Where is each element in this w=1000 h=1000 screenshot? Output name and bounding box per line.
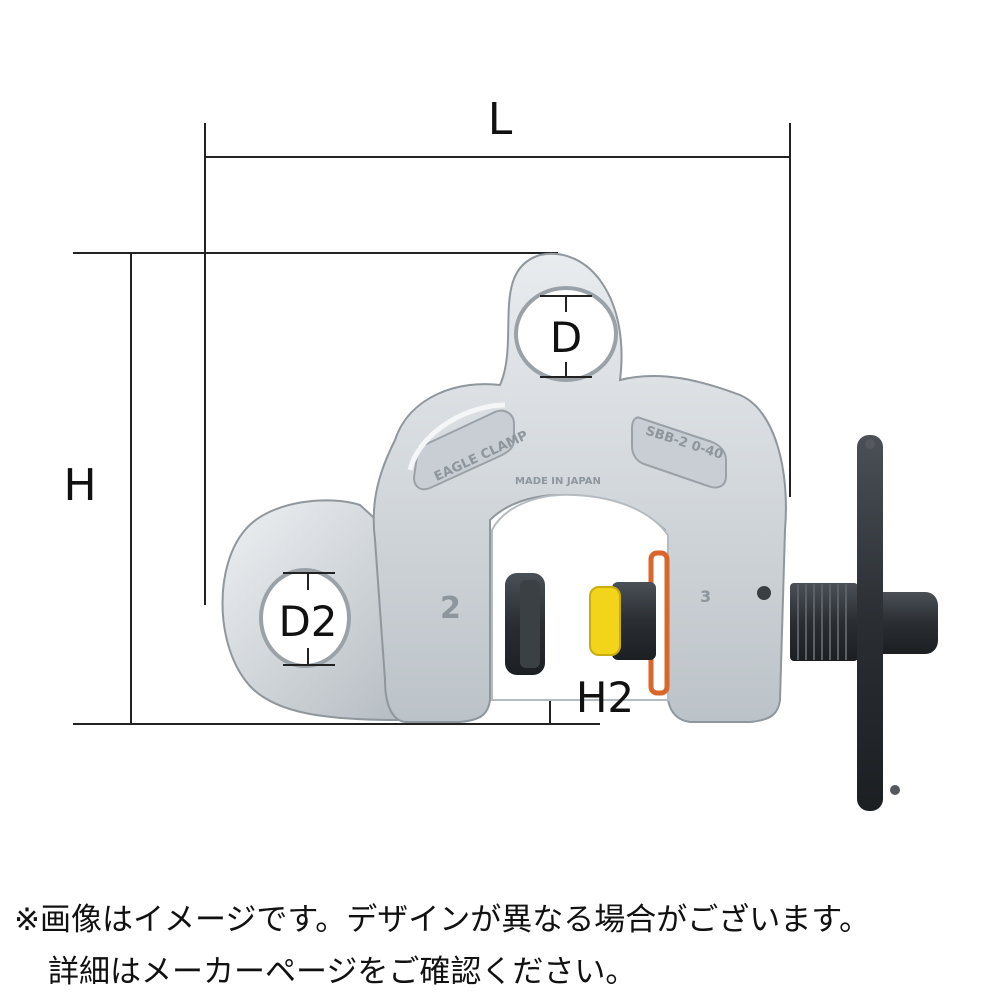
right-name-plate bbox=[631, 416, 727, 489]
screw-collar bbox=[612, 582, 656, 660]
label-h: H bbox=[63, 460, 96, 511]
side-number-marking: 2 bbox=[440, 591, 461, 626]
disclaimer-line-1: ※画像はイメージです。デザインが異なる場合がございます。 bbox=[14, 902, 871, 938]
fixed-jaw-pad-face bbox=[520, 580, 540, 668]
screw-assembly bbox=[589, 435, 938, 811]
handle-cap-top bbox=[865, 439, 875, 449]
rear-mark: 3 bbox=[700, 587, 711, 606]
thread-lines bbox=[797, 584, 847, 660]
image-disclaimer: ※画像はイメージです。デザインが異なる場合がございます。 詳細はメーカーページを… bbox=[14, 894, 994, 998]
origin-marking: MADE IN JAPAN bbox=[515, 476, 601, 487]
t-handle-bar[interactable] bbox=[857, 435, 883, 811]
upper-eye-hole bbox=[514, 286, 618, 382]
dimension-lines bbox=[73, 123, 791, 725]
handle-cap-bottom bbox=[890, 785, 900, 795]
lock-pin-hole bbox=[757, 586, 771, 600]
threaded-shaft bbox=[790, 583, 858, 661]
disclaimer-line-2: 詳細はメーカーページをご確認ください。 bbox=[48, 954, 637, 990]
body-highlight bbox=[407, 402, 506, 471]
label-d2: D2 bbox=[278, 597, 337, 646]
label-l: L bbox=[488, 94, 513, 145]
eye-dimension-ticks bbox=[283, 295, 592, 666]
main-c-body bbox=[372, 252, 787, 723]
label-h2: H2 bbox=[576, 673, 634, 722]
left-name-plate bbox=[412, 409, 515, 491]
yellow-swivel-pad bbox=[589, 586, 621, 656]
label-d: D bbox=[550, 313, 582, 362]
